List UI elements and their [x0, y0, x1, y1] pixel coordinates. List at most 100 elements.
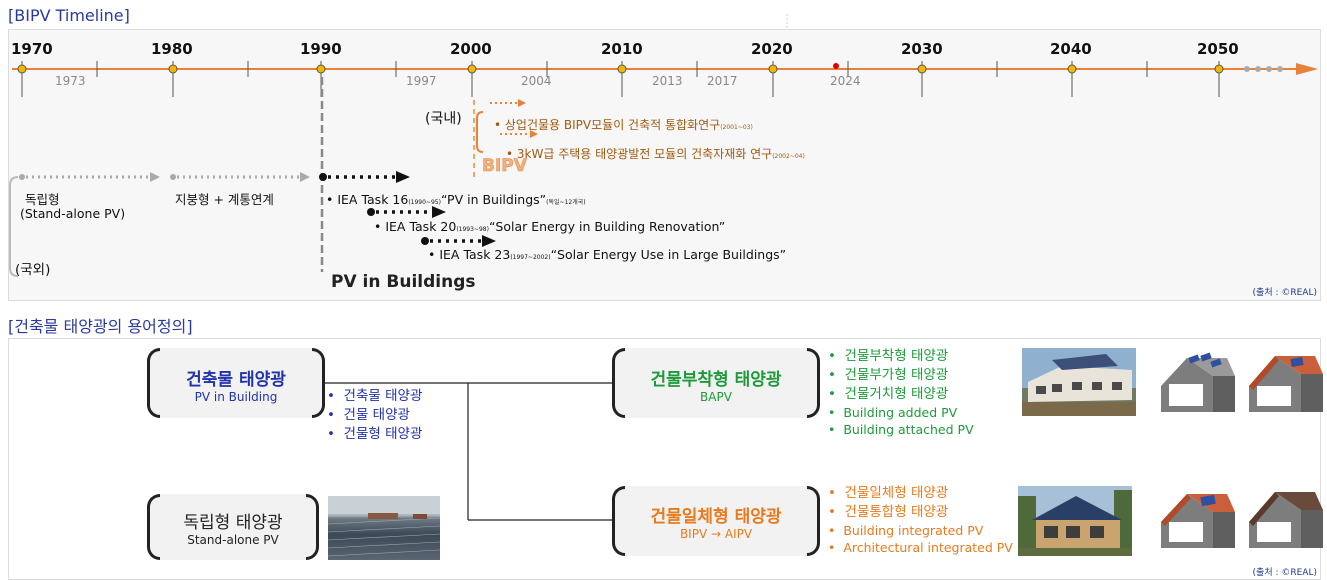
sub-year-label: 2013 [652, 74, 683, 88]
sub-year-label: 2017 [707, 74, 738, 88]
domestic-item: • 상업건물용 BIPV모듈이 건축적 통합화연구(2001~03) [494, 116, 753, 133]
bapv-house-icons [1161, 352, 1323, 412]
year-label: 1980 [151, 40, 193, 58]
iea-task-note: (1993~98) [456, 226, 489, 233]
box-title: 건축물 태양광 [186, 370, 286, 390]
domestic-label: (국내) [425, 111, 462, 127]
list-item: • 건물통합형 태양광 [828, 504, 949, 520]
current-year-marker [833, 63, 839, 69]
bapv-box: 건물부착형 태양광 BAPV [612, 348, 820, 418]
main-bullet-list: • 건축물 태양광 • 건물 태양광 • 건물형 태양광 [327, 387, 422, 444]
list-item: • 건물일체형 태양광 [828, 485, 949, 501]
box-title: 독립형 태양광 [183, 513, 283, 533]
box-title: 건물일체형 태양광 [650, 507, 782, 527]
iea-task-title: “Solar Energy Use in Large Buildings” [550, 247, 787, 262]
decade-dots [17, 64, 1224, 74]
list-item: • 건물부가형 태양광 [828, 367, 949, 383]
box-subtitle: Stand-alone PV [187, 533, 279, 547]
list-item: • Architectural integrated PV [828, 540, 1013, 555]
arrow-icon [518, 99, 526, 107]
list-item-text: 건물 태양광 [343, 407, 410, 423]
year-label: 1990 [300, 40, 342, 58]
house-red-icon [1249, 356, 1323, 412]
list-item: • 건물거치형 태양광 [828, 386, 949, 402]
iea-task-prefix: • IEA Task 20 [374, 219, 457, 234]
domestic-item-text: • 상업건물용 BIPV모듈이 건축적 통합화연구 [494, 118, 721, 132]
sub-year-label: 1973 [55, 74, 86, 88]
list-item-text: 건물일체형 태양광 [844, 485, 949, 501]
iea-task-title: “Solar Energy in Building Renovation” [488, 219, 726, 234]
house-dark-roof-icon [1249, 492, 1323, 548]
list-item-text: Building integrated PV [843, 523, 984, 538]
list-item-text: 건물통합형 태양광 [844, 504, 949, 520]
arrow-icon [530, 130, 538, 138]
year-label: 2040 [1050, 40, 1092, 58]
list-item: • Building added PV [828, 405, 958, 420]
house-red-icon [1161, 494, 1235, 548]
timeline-graphic [9, 14, 1318, 277]
list-item-text: Architectural integrated PV [843, 540, 1013, 555]
list-item: • 건물부착형 태양광 [828, 348, 949, 364]
definitions-source: (출처 : ©REAL) [1252, 568, 1317, 578]
year-label: 2000 [450, 40, 492, 58]
list-item-text: 건물형 태양광 [343, 426, 423, 442]
definitions-connectors [325, 382, 612, 521]
iea-task-item: • IEA Task 23(1997~2002)“Solar Energy Us… [428, 247, 786, 262]
list-item: • Building integrated PV [828, 523, 984, 538]
iea-task-item: • IEA Task 20(1993~98)“Solar Energy in B… [374, 219, 725, 234]
iea-task-prefix: • IEA Task 16 [326, 192, 409, 207]
axis-arrow-icon [1296, 63, 1318, 75]
standalone-pv-photo [327, 496, 441, 560]
arrow-icon [300, 172, 310, 182]
bipv-house-icons [1161, 492, 1323, 548]
arrow-icon [396, 171, 410, 183]
iea-task-item: • IEA Task 16(1990~95)“PV in Buildings”(… [326, 192, 586, 207]
domestic-item-note: (2002~04) [772, 153, 805, 160]
year-label: 2010 [601, 40, 643, 58]
list-item-text: 건물부착형 태양광 [844, 348, 949, 364]
list-item-text: 건축물 태양광 [343, 388, 423, 404]
list-item: • Building attached PV [828, 422, 974, 437]
list-item: • 건물형 태양광 [327, 426, 423, 442]
domestic-bracket [476, 111, 484, 153]
year-label: 1970 [11, 40, 53, 58]
pv-in-building-box: 건축물 태양광 PV in Building [147, 348, 325, 418]
year-label: 2020 [751, 40, 793, 58]
timeline-source: (출처 : ©REAL) [1252, 288, 1317, 298]
bapv-building-photo [1022, 348, 1136, 416]
sub-year-label: 2004 [521, 74, 552, 88]
timeline-panel [8, 29, 1321, 301]
standalone-box: 독립형 태양광 Stand-alone PV [147, 494, 319, 560]
house-gray-icon [1161, 352, 1235, 412]
arrow-icon [150, 172, 160, 182]
box-subtitle: BIPV → AIPV [679, 527, 753, 541]
arrow-icon [482, 235, 496, 247]
bipv-building-photo [1018, 486, 1132, 556]
sub-year-label: 1997 [406, 74, 437, 88]
timeline-section-title: [BIPV Timeline] [8, 6, 130, 25]
year-label: 2050 [1197, 40, 1239, 58]
bipv-box: 건물일체형 태양광 BIPV → AIPV [612, 486, 820, 556]
list-item-text: 건물거치형 태양광 [844, 386, 949, 402]
bipv-bullet-list: • 건물일체형 태양광 • 건물통합형 태양광 • Building integ… [828, 484, 1013, 556]
iea-task-prefix: • IEA Task 23 [428, 247, 511, 262]
domestic-item-note: (2001~03) [720, 124, 753, 131]
iea-task-note: (1997~2002) [510, 254, 551, 261]
box-title: 건물부착형 태양광 [650, 370, 782, 390]
list-item: • 건축물 태양광 [327, 388, 423, 404]
standalone-en-label: (Stand-alone PV) [20, 206, 126, 221]
overseas-bracket [9, 176, 19, 277]
year-label: 2030 [901, 40, 943, 58]
box-subtitle: PV in Building [194, 390, 278, 404]
arrow-icon [432, 206, 446, 218]
bapv-bullet-list: • 건물부착형 태양광 • 건물부가형 태양광 • 건물거치형 태양광 • Bu… [828, 347, 974, 438]
list-item-text: Building added PV [843, 405, 958, 420]
bipv-label: BIPV [482, 156, 527, 177]
standalone-label: 독립형 [25, 192, 60, 207]
iea-task-note: (1990~95) [408, 199, 441, 206]
domestic-item: • 3kW급 주택용 태양광발전 모듈의 건축자재화 연구(2002~04) [506, 145, 805, 162]
list-item-text: 건물부가형 태양광 [844, 367, 949, 383]
list-item: • 건물 태양광 [327, 407, 410, 423]
grid-connected-label: 지붕형 + 계통연계 [175, 192, 274, 207]
overseas-label: (국외) [15, 262, 51, 278]
